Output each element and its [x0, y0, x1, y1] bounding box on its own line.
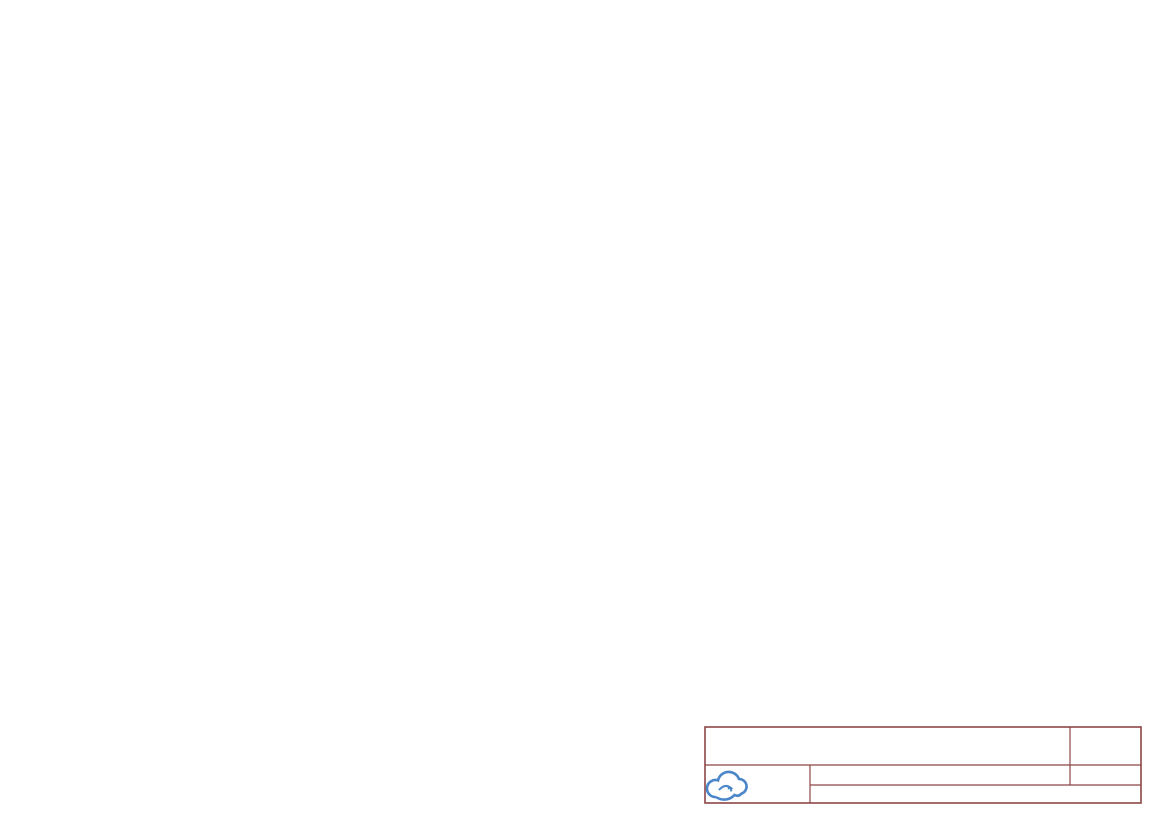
easyeda-swoosh-icon	[718, 784, 734, 792]
title-block	[704, 726, 1142, 804]
easyeda-logo	[705, 770, 748, 801]
easyeda-cloud-icon	[705, 770, 748, 801]
